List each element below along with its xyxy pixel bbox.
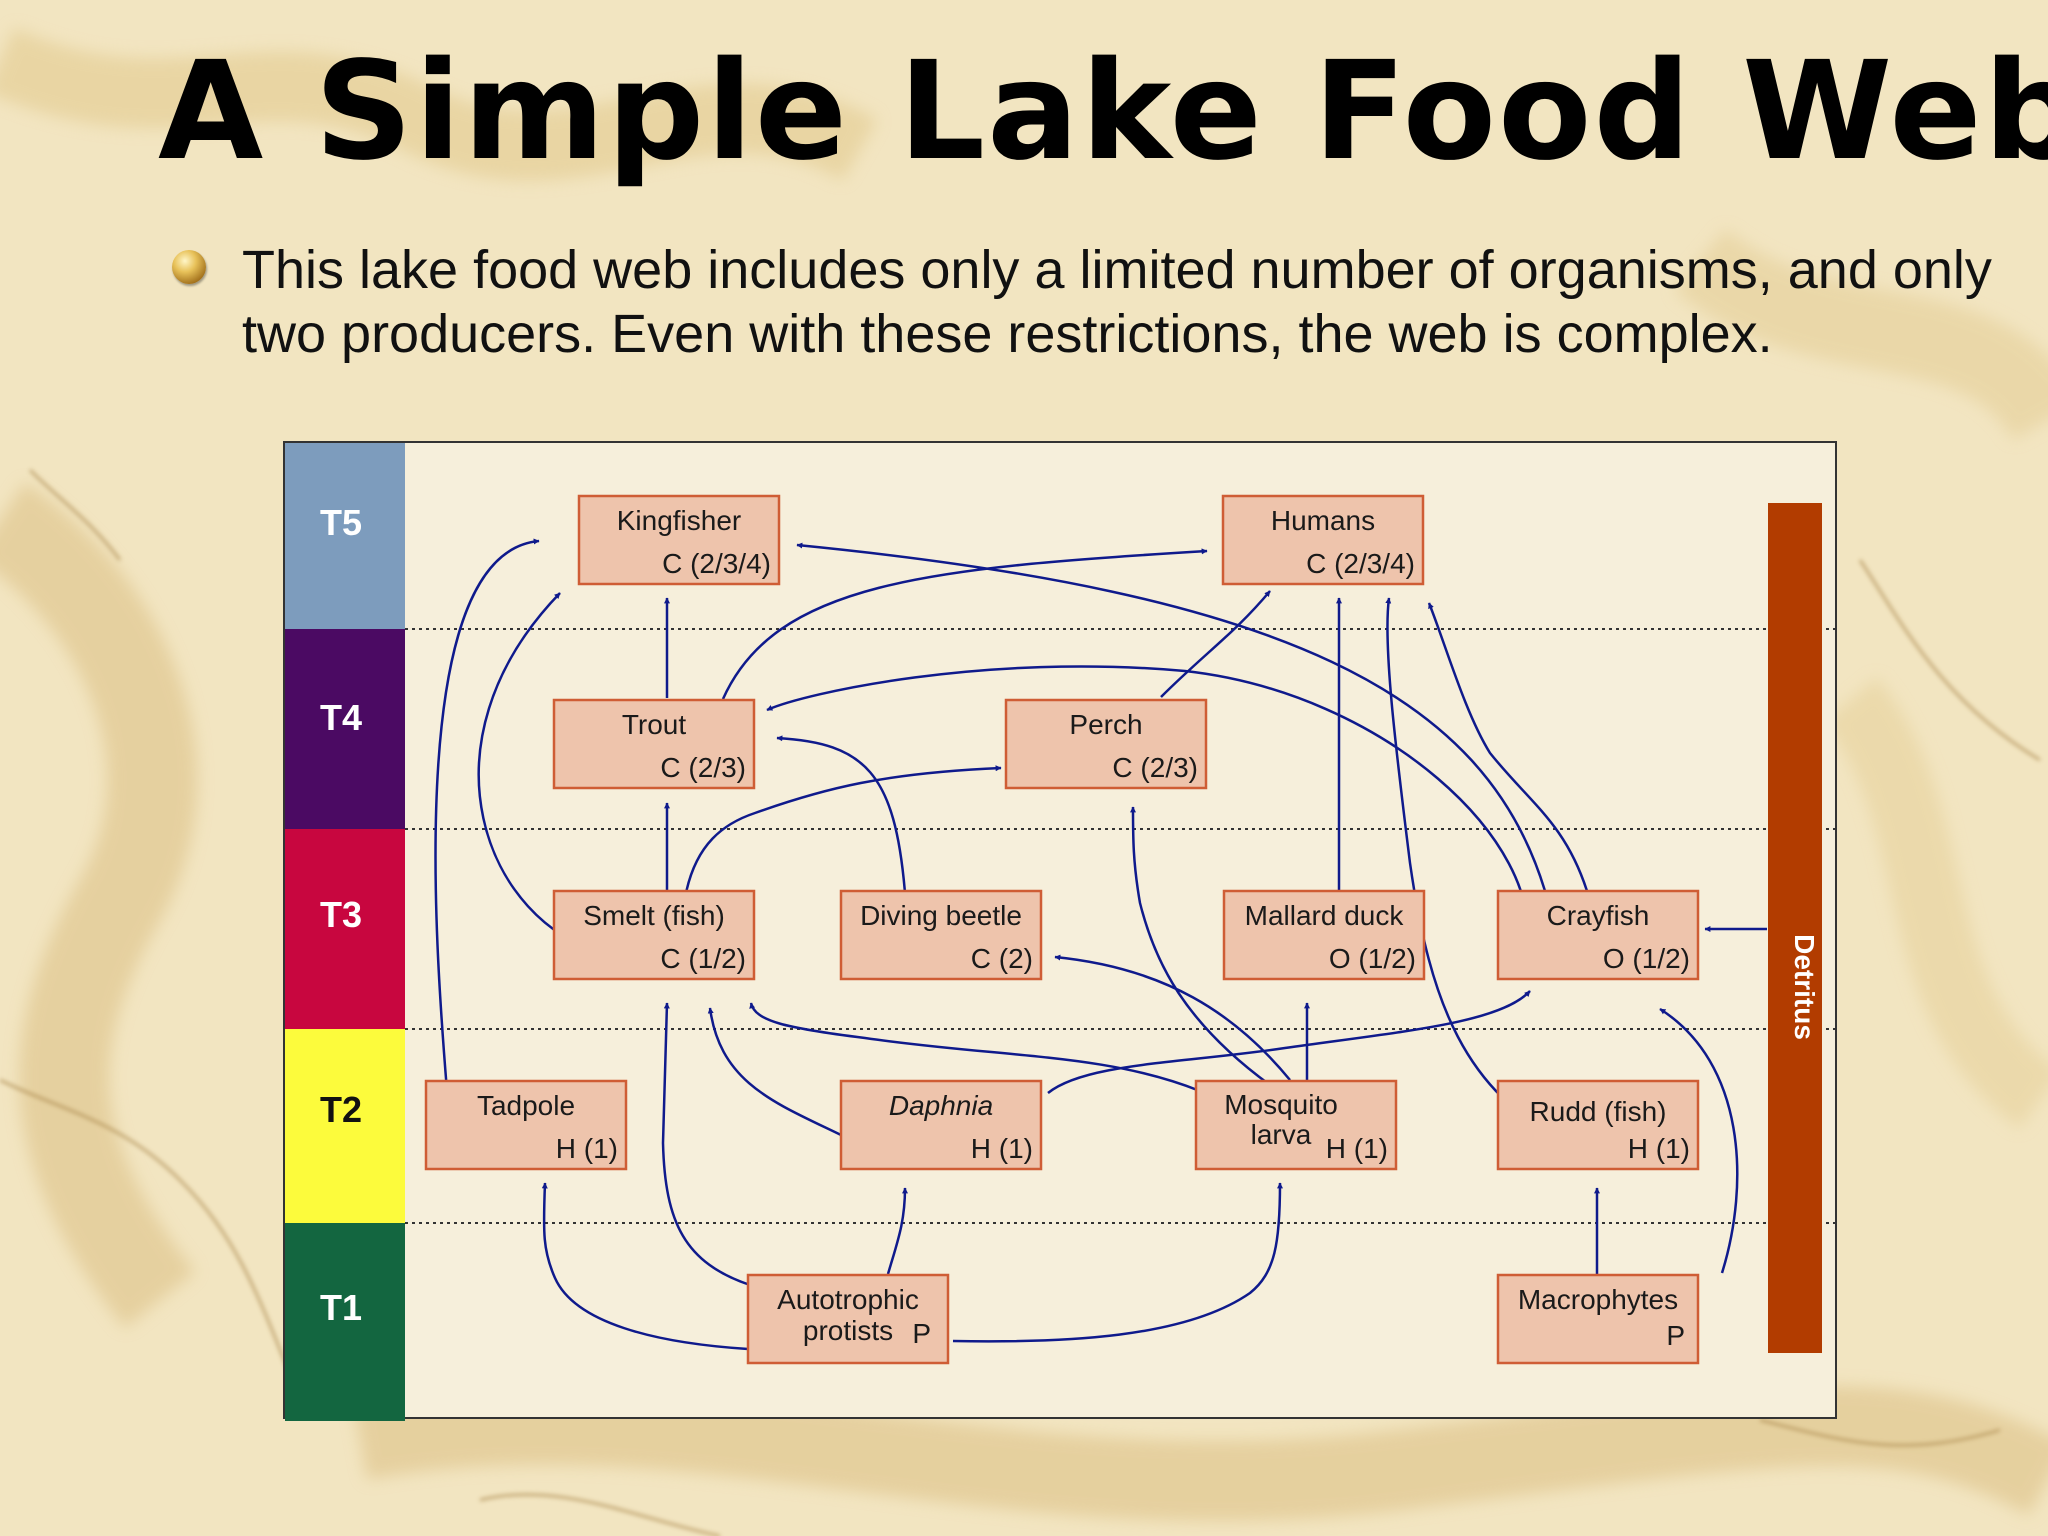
level-band-t1 bbox=[285, 1223, 405, 1421]
arrow-mosquito-smelt bbox=[749, 1002, 1201, 1093]
node-tadpole: Tadpole H (1) bbox=[424, 1079, 628, 1171]
arrow-daphnia-crayfish bbox=[1047, 990, 1531, 1094]
arrow-autotrophic-tadpole bbox=[541, 1182, 749, 1351]
level-label-t1: T1 bbox=[320, 1287, 362, 1328]
node-mallard-duck-tag: O (1/2) bbox=[1329, 943, 1416, 974]
arrow-tadpole-kingfisher bbox=[434, 538, 540, 1092]
arrow-daphnia-smelt bbox=[707, 1007, 842, 1137]
node-humans-name: Humans bbox=[1271, 505, 1375, 536]
arrow-autotrophic-mosquito bbox=[952, 1182, 1283, 1343]
arrow-autotrophic-smelt bbox=[661, 1002, 751, 1287]
node-autotrophic-protists-name-line1: Autotrophic bbox=[777, 1284, 919, 1315]
node-mosquito-larva-tag: H (1) bbox=[1326, 1133, 1388, 1164]
node-smelt-tag: C (1/2) bbox=[660, 943, 746, 974]
level-separators bbox=[405, 628, 1835, 1224]
node-daphnia-name: Daphnia bbox=[889, 1090, 993, 1121]
arrow-trout-humans bbox=[721, 548, 1208, 700]
detritus-label: Detritus bbox=[1789, 934, 1820, 1040]
node-kingfisher-tag: C (2/3/4) bbox=[662, 548, 771, 579]
node-perch-tag: C (2/3) bbox=[1112, 752, 1198, 783]
node-macrophytes-name: Macrophytes bbox=[1518, 1284, 1678, 1315]
level-band-t4 bbox=[285, 629, 405, 829]
arrow-perch-humans bbox=[1160, 590, 1271, 698]
trophic-level-column: T5 T4 T3 T2 T1 bbox=[285, 443, 405, 1421]
node-mallard-duck: Mallard duck O (1/2) bbox=[1222, 889, 1426, 981]
level-label-t3: T3 bbox=[320, 894, 362, 935]
node-autotrophic-protists-tag: P bbox=[912, 1318, 931, 1349]
food-web-canvas: T5 T4 T3 T2 T1 Detritus bbox=[285, 443, 1835, 1421]
arrow-crayfish-kingfisher bbox=[796, 542, 1547, 892]
node-diving-beetle-name: Diving beetle bbox=[860, 900, 1022, 931]
detritus-bar bbox=[1768, 503, 1822, 1353]
arrow-smelt-perch bbox=[683, 765, 1002, 899]
slide-title: A Simple Lake Food Web bbox=[158, 33, 2048, 191]
node-tadpole-tag: H (1) bbox=[556, 1133, 618, 1164]
node-trout-name: Trout bbox=[622, 709, 687, 740]
node-smelt-name: Smelt (fish) bbox=[583, 900, 725, 931]
arrow-autotrophic-daphnia bbox=[886, 1187, 908, 1275]
bullet-text: This lake food web includes only a limit… bbox=[242, 240, 1992, 364]
node-mosquito-larva-name-line1: Mosquito bbox=[1224, 1089, 1338, 1120]
node-daphnia-tag: H (1) bbox=[971, 1133, 1033, 1164]
arrow-beetle-trout bbox=[776, 735, 907, 894]
level-label-t4: T4 bbox=[320, 697, 362, 738]
node-crayfish-name: Crayfish bbox=[1547, 900, 1650, 931]
bullet-icon bbox=[172, 250, 206, 284]
level-label-t2: T2 bbox=[320, 1089, 362, 1130]
node-perch: Perch C (2/3) bbox=[1004, 698, 1208, 790]
node-kingfisher: Kingfisher C (2/3/4) bbox=[577, 494, 781, 586]
node-autotrophic-protists: Autotrophic protists P bbox=[746, 1273, 950, 1365]
level-band-t5 bbox=[285, 443, 405, 629]
node-autotrophic-protists-name-line2: protists bbox=[803, 1315, 893, 1346]
node-perch-name: Perch bbox=[1069, 709, 1142, 740]
node-trout: Trout C (2/3) bbox=[552, 698, 756, 790]
node-macrophytes-tag: P bbox=[1666, 1320, 1685, 1351]
arrow-crayfish-humans bbox=[1427, 602, 1589, 892]
level-band-t3 bbox=[285, 829, 405, 1029]
level-band-t2 bbox=[285, 1029, 405, 1223]
node-smelt: Smelt (fish) C (1/2) bbox=[552, 889, 756, 981]
node-daphnia: Daphnia H (1) bbox=[839, 1079, 1043, 1171]
node-diving-beetle: Diving beetle C (2) bbox=[839, 889, 1043, 981]
arrow-crayfish-trout bbox=[766, 665, 1529, 949]
node-mosquito-larva: Mosquito larva H (1) bbox=[1194, 1079, 1398, 1171]
node-rudd: Rudd (fish) H (1) bbox=[1496, 1079, 1700, 1171]
node-macrophytes: Macrophytes P bbox=[1496, 1273, 1700, 1365]
level-label-t5: T5 bbox=[320, 502, 362, 543]
node-trout-tag: C (2/3) bbox=[660, 752, 746, 783]
feeding-arrows bbox=[434, 538, 1767, 1351]
arrow-rudd-humans bbox=[1385, 597, 1569, 1145]
arrow-macrophytes-crayfish bbox=[1659, 1007, 1739, 1274]
node-tadpole-name: Tadpole bbox=[477, 1090, 575, 1121]
food-web-diagram: T5 T4 T3 T2 T1 Detritus bbox=[283, 441, 1837, 1421]
arrow-mosquito-beetle bbox=[1054, 954, 1291, 1081]
node-diving-beetle-tag: C (2) bbox=[971, 943, 1033, 974]
node-mosquito-larva-name-line2: larva bbox=[1251, 1119, 1312, 1150]
arrow-mosquito-perch bbox=[1130, 806, 1271, 1087]
node-crayfish-tag: O (1/2) bbox=[1603, 943, 1690, 974]
node-humans: Humans C (2/3/4) bbox=[1221, 494, 1425, 586]
node-mallard-duck-name: Mallard duck bbox=[1245, 900, 1405, 931]
node-humans-tag: C (2/3/4) bbox=[1306, 548, 1415, 579]
node-kingfisher-name: Kingfisher bbox=[617, 505, 742, 536]
node-rudd-tag: H (1) bbox=[1628, 1133, 1690, 1164]
node-rudd-name: Rudd (fish) bbox=[1530, 1096, 1667, 1127]
node-crayfish: Crayfish O (1/2) bbox=[1496, 889, 1700, 981]
